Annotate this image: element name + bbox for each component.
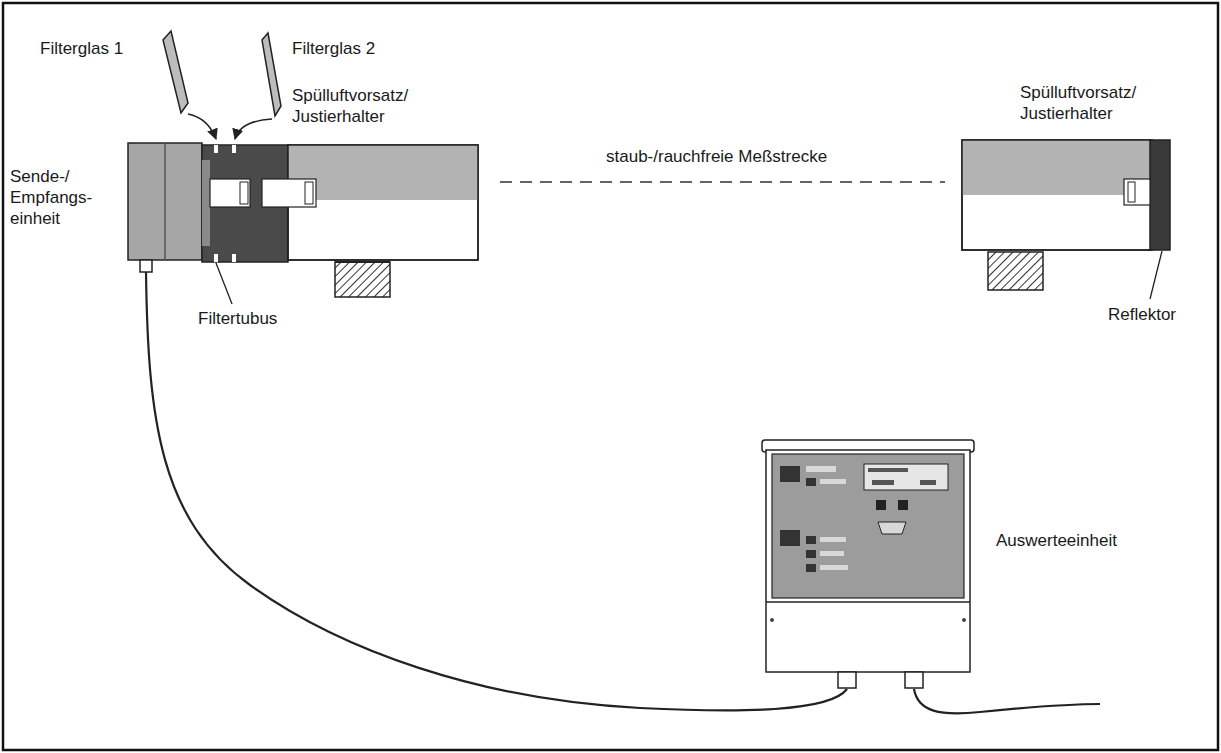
part-label: Spülluftvorsatz/ Justierhalter xyxy=(292,85,408,127)
screw xyxy=(962,618,966,622)
glass-slot xyxy=(232,254,236,262)
part-label: Auswerteeinheit xyxy=(996,530,1117,551)
optic-window xyxy=(262,179,316,207)
evaluation-unit xyxy=(766,450,970,672)
panel-text xyxy=(820,551,844,556)
leader-line xyxy=(216,263,232,304)
purge-outline xyxy=(962,140,1152,250)
front-panel xyxy=(772,454,964,598)
part-label: Filterglas 1 xyxy=(40,38,123,59)
air-inlet xyxy=(988,252,1043,290)
optic-cap xyxy=(305,182,313,204)
path-label: staub-/rauchfreie Meßstrecke xyxy=(606,146,827,167)
glass-slot xyxy=(232,145,236,153)
glass-slot xyxy=(214,145,218,153)
logo-badge xyxy=(780,530,800,546)
cable-gland xyxy=(140,260,152,272)
optic-window xyxy=(1124,179,1150,205)
screw xyxy=(770,618,774,622)
panel-led xyxy=(806,536,816,544)
filter-glass xyxy=(262,33,281,116)
tube-flange xyxy=(202,160,210,246)
filter-glass xyxy=(163,31,188,113)
display-text xyxy=(920,480,936,485)
panel-led xyxy=(806,550,816,558)
insert-arrow xyxy=(235,119,272,139)
part-label: Filtertubus xyxy=(198,308,277,329)
panel-button xyxy=(898,500,908,510)
panel-text xyxy=(806,466,836,472)
optic-cap xyxy=(240,182,248,204)
display xyxy=(864,464,948,490)
purge-air-attachment xyxy=(962,140,1152,250)
part-label: Sende-/ Empfangs- einheit xyxy=(10,166,92,229)
leader-line xyxy=(1150,251,1162,299)
logo-badge xyxy=(780,466,800,482)
measuring-path xyxy=(500,181,945,183)
optic-cap xyxy=(1128,182,1135,202)
cable-gland xyxy=(905,672,923,688)
supply-cable xyxy=(914,689,1100,713)
panel-text xyxy=(820,537,846,542)
housing-seam xyxy=(766,601,970,603)
signal-cable xyxy=(146,272,847,710)
serial-port xyxy=(878,522,906,534)
part-label: Reflektor xyxy=(1108,304,1176,325)
part-label: Spülluftvorsatz/ Justierhalter xyxy=(1020,82,1136,124)
cable-gland xyxy=(838,672,856,688)
glass-slot xyxy=(214,254,218,262)
part-label: Filterglas 2 xyxy=(292,38,375,59)
panel-button xyxy=(876,500,886,510)
display-text xyxy=(868,468,908,472)
sender-receiver-unit xyxy=(128,143,202,260)
panel-text xyxy=(820,479,846,484)
air-inlet xyxy=(335,262,390,297)
display-text xyxy=(872,480,894,485)
optic-window xyxy=(210,179,250,207)
frame xyxy=(3,3,1218,750)
air-inlet-top xyxy=(335,261,390,263)
panel-led xyxy=(806,564,816,572)
panel-led xyxy=(806,478,816,486)
reflector xyxy=(1150,140,1170,250)
panel-text xyxy=(820,565,848,570)
housing-seam xyxy=(164,143,166,260)
insert-arrow xyxy=(188,114,216,139)
